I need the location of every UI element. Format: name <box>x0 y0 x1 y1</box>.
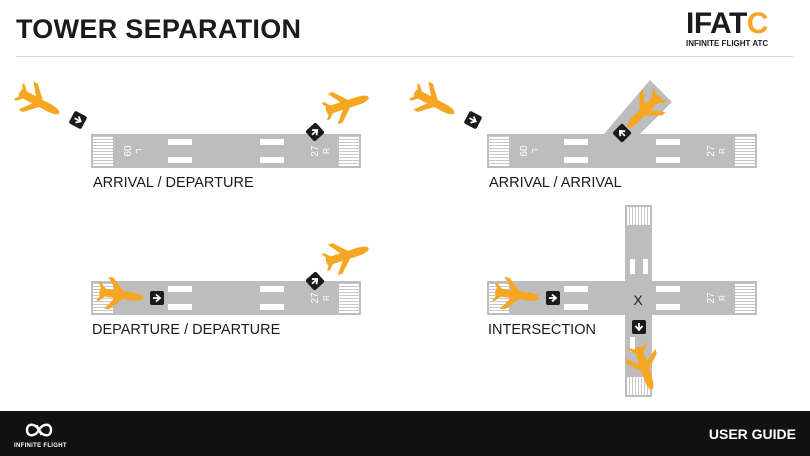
infinite-flight-logo: INFINITE FLIGHT <box>14 419 67 453</box>
panel-departure-departure: 27 R <box>91 232 374 315</box>
ifatc-logo: IFATC INFINITE FLIGHT ATC <box>686 8 796 50</box>
panel-intersection: 27 R X <box>487 205 757 397</box>
footer-bar: INFINITE FLIGHT USER GUIDE <box>0 411 810 456</box>
arrow-down-icon <box>631 319 647 335</box>
caption-arrival-arrival: ARRIVAL / ARRIVAL <box>489 175 622 191</box>
arrow-right-icon <box>149 290 165 306</box>
caption-intersection: INTERSECTION <box>488 322 596 338</box>
runway-number-right: 27 <box>310 292 321 304</box>
panel-arrival-arrival: 09 L 27 R <box>405 77 757 168</box>
runway-number-right: 27 <box>706 145 717 157</box>
caption-arrival-departure: ARRIVAL / DEPARTURE <box>93 175 254 191</box>
runway-number-right: 27 <box>310 145 321 157</box>
runway-suffix-right: R <box>718 295 727 301</box>
departing-plane-icon <box>319 232 374 278</box>
runway-suffix-left: L <box>530 149 539 154</box>
runway-suffix-right: R <box>322 148 331 154</box>
runway-suffix-left: L <box>134 149 143 154</box>
intersection-mark: X <box>633 292 643 308</box>
arrow-down-right-icon <box>462 109 484 131</box>
caption-departure-departure: DEPARTURE / DEPARTURE <box>92 322 281 338</box>
user-guide-label: USER GUIDE <box>708 426 796 442</box>
runway-number-left: 09 <box>517 145 528 157</box>
runway-number-right: 27 <box>706 292 717 304</box>
logo-text: IFAT <box>686 7 747 40</box>
arrow-right-icon <box>545 290 561 306</box>
panel-arrival-departure: 09 L 27 R <box>10 77 374 168</box>
runway-suffix-right: R <box>322 295 331 301</box>
departing-plane-icon <box>319 81 374 127</box>
page-title: TOWER SEPARATION <box>16 14 302 44</box>
footer-brand-name: INFINITE FLIGHT <box>14 443 67 449</box>
runway-number-left: 09 <box>121 145 132 157</box>
logo-c: C <box>746 7 769 40</box>
infinity-icon <box>25 423 53 437</box>
runway-suffix-right: R <box>718 148 727 154</box>
header-divider <box>16 56 794 57</box>
logo-subtitle: INFINITE FLIGHT ATC <box>686 39 769 48</box>
diagonal-runway <box>604 80 672 134</box>
arriving-plane-icon <box>10 77 67 128</box>
arriving-plane-icon <box>405 77 462 128</box>
arrow-down-right-icon <box>67 109 89 131</box>
